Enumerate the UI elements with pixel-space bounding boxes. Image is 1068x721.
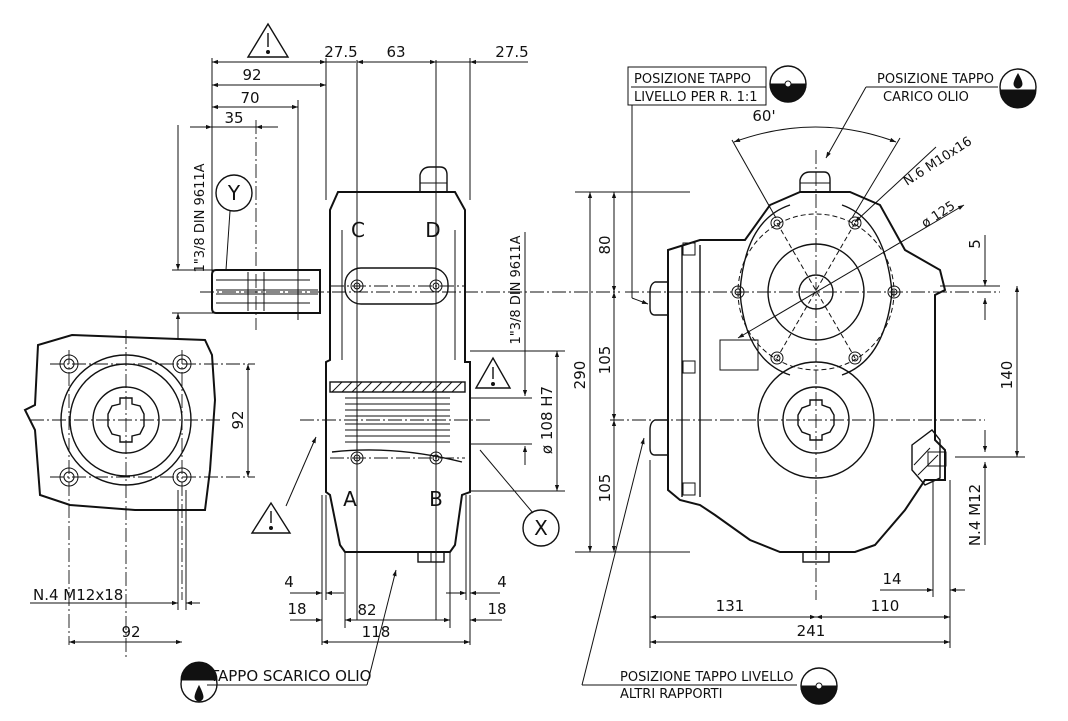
bolt-label-c: C: [351, 218, 365, 242]
detail-y-marker: Y: [215, 174, 253, 271]
input-shaft: [200, 269, 620, 314]
dim-27-5-left: 27.5: [324, 43, 357, 61]
dim-35: 35: [224, 109, 243, 127]
bolt-label-b: B: [429, 487, 443, 511]
shaft-spec-output: 1"3/8 DIN 9611A: [509, 235, 524, 344]
dim-80: 80: [596, 235, 614, 254]
flange-dim-92-vertical: 92: [229, 410, 247, 429]
level-plug-callout-1to1: POSIZIONE TAPPO LIVELLO PER R. 1:1: [627, 65, 807, 305]
oil-level-icon: [800, 667, 838, 705]
warning-triangle-icon: [474, 356, 512, 389]
dim-110: 110: [871, 597, 900, 615]
dim-14: 14: [882, 570, 901, 588]
svg-text:LIVELLO PER R. 1:1: LIVELLO PER R. 1:1: [634, 90, 758, 105]
dim-70: 70: [240, 89, 259, 107]
flange-thread-label: N.4 M12x18: [33, 586, 123, 604]
fill-plug-callout: POSIZIONE TAPPO CARICO OLIO: [825, 68, 1037, 159]
bolt-circle-spec: N.6 M10x16: [901, 134, 975, 189]
flange-view: 92 N.4 M12x18 92: [23, 330, 255, 660]
dim-241: 241: [797, 622, 826, 640]
dim-140: 140: [998, 361, 1016, 390]
dim-18-left: 18: [287, 600, 306, 618]
dim-92-top: 92: [242, 66, 261, 84]
front-view: POSIZIONE TAPPO LIVELLO PER R. 1:1 POSIZ…: [610, 65, 1037, 600]
svg-text:POSIZIONE TAPPO LIVELLO: POSIZIONE TAPPO LIVELLO: [620, 670, 794, 685]
flange-dim-92-horizontal: 92: [121, 623, 140, 641]
dim-82: 82: [357, 601, 376, 619]
side-view: 92 70 35 27.5 63 27.5 1"3/8 DIN 9611A Y: [172, 22, 620, 645]
warning-triangle-icon: [246, 22, 290, 58]
drain-plug-label: TAPPO SCARICO OLIO: [209, 667, 371, 685]
level-plug-callout-other: POSIZIONE TAPPO LIVELLO ALTRI RAPPORTI: [581, 437, 838, 705]
bolt-label-a: A: [343, 487, 357, 511]
oil-level-icon: [769, 65, 807, 103]
svg-text:X: X: [534, 516, 548, 540]
dim-27-5-right: 27.5: [495, 43, 528, 61]
svg-text:POSIZIONE TAPPO: POSIZIONE TAPPO: [877, 72, 994, 87]
dim-105-upper: 105: [596, 346, 614, 375]
oil-drain-icon: [180, 661, 218, 703]
svg-text:CARICO OLIO: CARICO OLIO: [883, 90, 969, 105]
warning-triangle-icon: [250, 436, 317, 534]
dim-18-right: 18: [487, 600, 506, 618]
dim-105-lower: 105: [596, 474, 614, 503]
side-thread-label: N.4 M12: [966, 484, 984, 546]
dim-4-left: 4: [284, 573, 294, 591]
detail-x-marker: X: [479, 449, 560, 547]
angle-60: 60': [752, 107, 775, 125]
dim-5: 5: [966, 239, 984, 249]
pcd-dim: ø 125: [919, 199, 958, 232]
bolt-label-d: D: [425, 218, 440, 242]
overall-height-290: 290: [571, 361, 589, 390]
dim-118: 118: [362, 623, 391, 641]
front-view-dims: 290 80 105 105 5 140 N.4 M12 14 131 110 …: [571, 191, 1025, 648]
bore-dim: ø 108 H7: [538, 386, 556, 454]
gearbox-side-body: [300, 166, 490, 563]
oil-fill-icon: [999, 68, 1037, 109]
drain-plug-callout: TAPPO SCARICO OLIO: [180, 569, 397, 703]
shaft-spec-input: 1"3/8 DIN 9611A: [193, 163, 208, 272]
dim-131: 131: [716, 597, 745, 615]
svg-text:POSIZIONE TAPPO: POSIZIONE TAPPO: [634, 72, 751, 87]
dim-63: 63: [386, 43, 405, 61]
svg-text:ALTRI RAPPORTI: ALTRI RAPPORTI: [620, 687, 722, 702]
svg-text:Y: Y: [227, 181, 241, 205]
dim-4-right: 4: [497, 573, 507, 591]
